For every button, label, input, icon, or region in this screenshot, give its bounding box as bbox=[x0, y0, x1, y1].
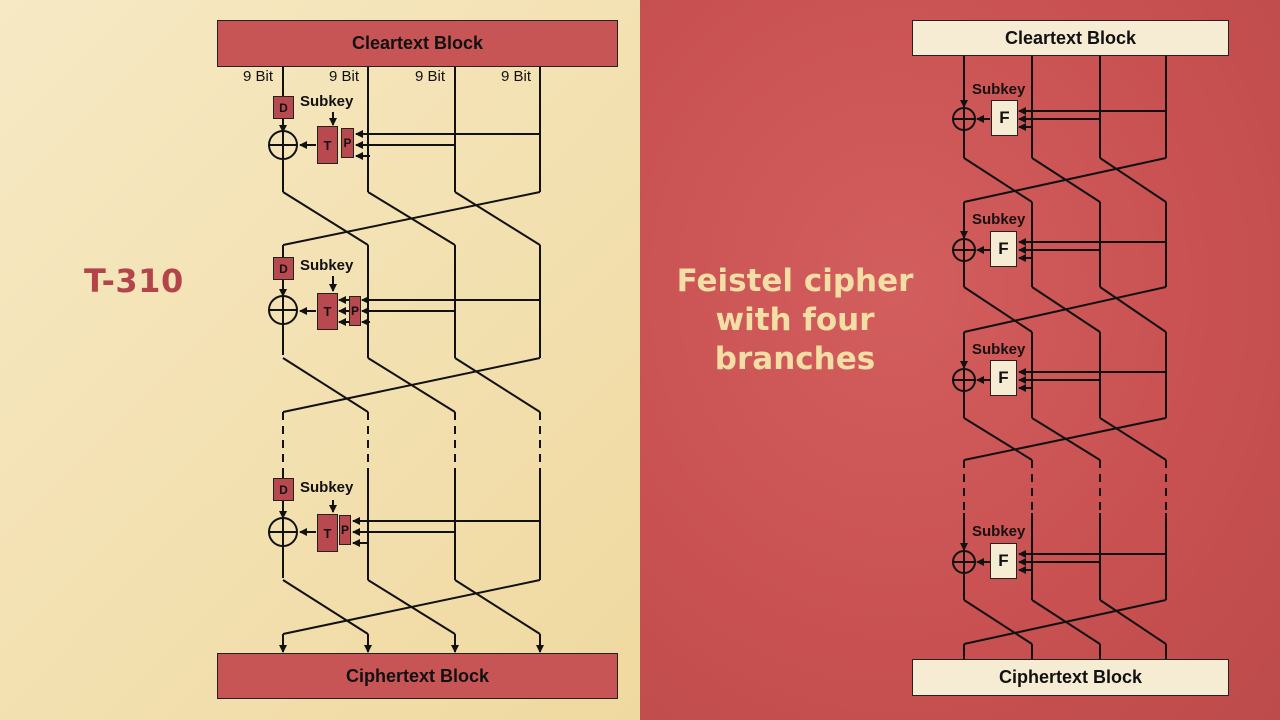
crossover-wire bbox=[1099, 417, 1167, 461]
crossover-wire bbox=[963, 286, 1033, 333]
bit-label: 9 Bit bbox=[243, 68, 274, 85]
f-box: F bbox=[990, 231, 1017, 267]
feistel-title-line: with four bbox=[715, 302, 875, 338]
crossover-wire bbox=[963, 157, 1167, 203]
feistel-title-line: Feistel cipher bbox=[676, 263, 914, 299]
crossover-wire bbox=[963, 157, 1033, 203]
crossover-wire bbox=[963, 599, 1033, 645]
bit-label: 9 Bit bbox=[329, 68, 360, 85]
feistel-ciphertext-block: Ciphertext Block bbox=[912, 659, 1229, 696]
f-box: F bbox=[990, 543, 1017, 579]
subkey-label: Subkey bbox=[972, 523, 1026, 540]
t-box: T bbox=[317, 293, 338, 330]
f-box: F bbox=[991, 100, 1018, 136]
crossover-wire bbox=[282, 191, 369, 246]
f-box: F bbox=[990, 360, 1017, 396]
d-box: D bbox=[273, 478, 294, 501]
crossover-wire bbox=[454, 579, 541, 635]
crossover-wire bbox=[1099, 157, 1167, 203]
t-box: T bbox=[317, 514, 338, 552]
feistel-wiring bbox=[952, 56, 1167, 659]
crossover-wire bbox=[454, 357, 541, 413]
d-box: D bbox=[273, 257, 294, 280]
p-box: P bbox=[341, 128, 354, 158]
crossover-wire bbox=[1099, 286, 1167, 333]
crossover-wire bbox=[282, 357, 541, 413]
t310-title: T-310 bbox=[84, 262, 184, 300]
feistel-title: Feistel cipher with four branches bbox=[660, 262, 930, 379]
feistel-cleartext-block: Cleartext Block bbox=[912, 20, 1229, 56]
crossover-wire bbox=[963, 286, 1167, 333]
bit-label: 9 Bit bbox=[501, 68, 532, 85]
subkey-label: Subkey bbox=[300, 479, 354, 496]
crossover-wire bbox=[282, 579, 369, 635]
crossover-wire bbox=[454, 191, 541, 246]
t310-cleartext-block: Cleartext Block bbox=[217, 20, 618, 67]
subkey-label: Subkey bbox=[972, 211, 1026, 228]
crossover-wire bbox=[282, 357, 369, 413]
t310-ciphertext-block: Ciphertext Block bbox=[217, 653, 618, 699]
p-box: P bbox=[339, 515, 351, 545]
crossover-wire bbox=[963, 417, 1033, 461]
t-box: T bbox=[317, 126, 338, 164]
subkey-label: Subkey bbox=[972, 341, 1026, 358]
feistel-title-line: branches bbox=[714, 341, 876, 377]
crossover-wire bbox=[963, 417, 1167, 461]
t310-wiring bbox=[268, 67, 544, 653]
subkey-label: Subkey bbox=[300, 93, 354, 110]
crossover-wire bbox=[963, 599, 1167, 645]
crossover-wire bbox=[282, 579, 541, 635]
crossover-wire bbox=[282, 191, 541, 246]
crossover-wire bbox=[1099, 599, 1167, 645]
p-box: P bbox=[349, 296, 361, 326]
d-box: D bbox=[273, 96, 294, 119]
subkey-label: Subkey bbox=[972, 81, 1026, 98]
subkey-label: Subkey bbox=[300, 257, 354, 274]
bit-label: 9 Bit bbox=[415, 68, 446, 85]
